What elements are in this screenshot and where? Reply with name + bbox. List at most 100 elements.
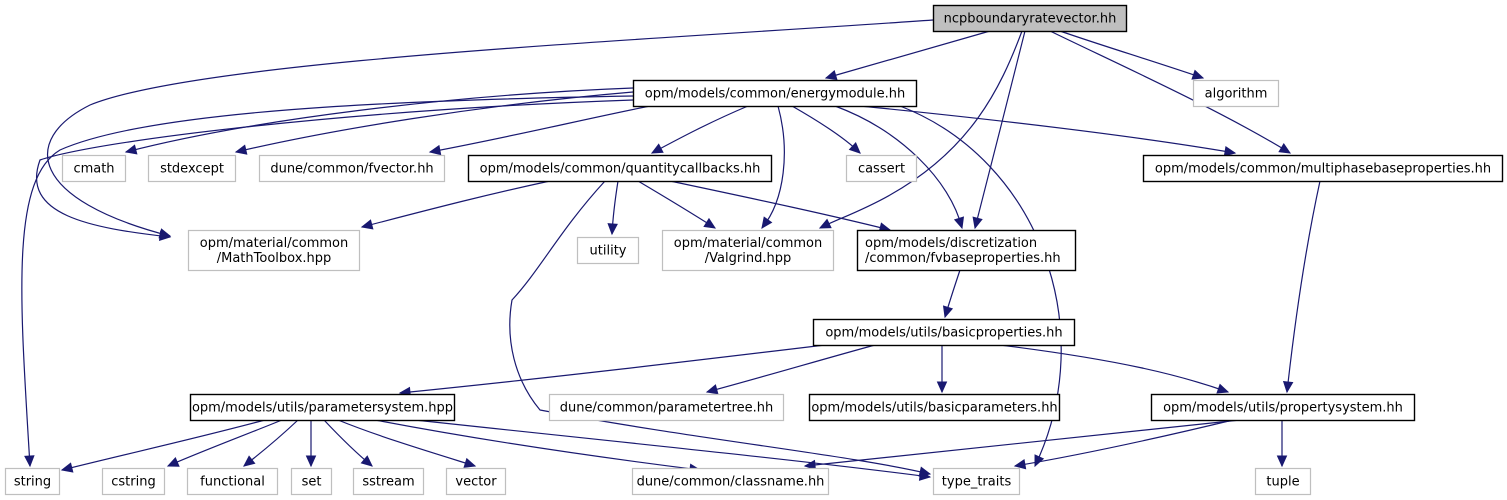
edge-line xyxy=(974,30,1026,229)
arrowhead xyxy=(360,219,374,230)
edge-line xyxy=(1014,419,1234,467)
node-box xyxy=(632,79,918,108)
node-quantitycallbacks[interactable]: opm/models/common/quantitycallbacks.hh xyxy=(467,154,773,183)
node-box xyxy=(808,393,1061,422)
node-label: opm/material/common xyxy=(200,236,349,251)
edge-energymodule-to-multiphase xyxy=(859,105,1237,157)
edge-line xyxy=(651,105,749,154)
edge-paramsystem-to-classname xyxy=(374,419,702,474)
arrowhead xyxy=(803,459,816,471)
node-label: type_traits xyxy=(942,475,1012,490)
arrowhead xyxy=(428,144,442,156)
node-label: vector xyxy=(455,475,497,490)
edge-line xyxy=(791,105,861,154)
edge-paramsystem-to-vector xyxy=(337,419,477,468)
edge-energymodule-to-fvector xyxy=(428,105,651,156)
node-string: string xyxy=(4,467,61,496)
edge-paramsystem-to-cstring xyxy=(166,419,283,467)
node-propsystem[interactable]: opm/models/utils/propertysystem.hh xyxy=(1150,393,1416,422)
edge-line xyxy=(509,180,931,475)
node-label: dune/common/parametertree.hh xyxy=(560,401,774,416)
node-box xyxy=(4,467,61,496)
arrowhead xyxy=(463,457,477,468)
arrowhead xyxy=(918,470,932,481)
edge-propsystem-to-tuple xyxy=(1276,420,1288,468)
node-box xyxy=(290,467,333,496)
arrowhead xyxy=(824,69,838,81)
edge-energymodule-to-quantitycallbacks xyxy=(650,105,749,154)
node-box xyxy=(1192,79,1280,108)
node-mathtoolbox: opm/material/common/MathToolbox.hpp xyxy=(187,229,361,272)
edge-line xyxy=(669,180,891,231)
node-fvbase[interactable]: opm/models/discretization/common/fvbasep… xyxy=(856,229,1077,272)
node-box xyxy=(352,467,425,496)
arrowhead xyxy=(1034,454,1045,468)
edge-fvbase-to-basicprops xyxy=(942,269,961,319)
node-label: /MathToolbox.hpp xyxy=(217,251,332,266)
node-label: cmath xyxy=(73,162,114,177)
arrowhead xyxy=(1282,380,1294,394)
edge-quantitycallbacks-to-mathtoolbox xyxy=(360,180,551,230)
node-stdexcept: stdexcept xyxy=(147,154,237,183)
edge-line xyxy=(47,19,934,237)
edge-line xyxy=(761,105,785,229)
node-label: cassert xyxy=(858,162,905,177)
edge-line xyxy=(999,344,1229,393)
node-energymodule[interactable]: opm/models/common/energymodule.hh xyxy=(632,79,918,108)
node-basicprops[interactable]: opm/models/utils/basicproperties.hh xyxy=(812,318,1076,347)
node-box xyxy=(856,229,1077,272)
edge-quantitycallbacks-to-utility xyxy=(607,180,619,236)
node-root[interactable]: ncpboundaryratevector.hh xyxy=(932,4,1128,33)
edge-energymodule-to-mathtoolbox xyxy=(36,99,634,242)
edge-line xyxy=(819,30,1023,229)
node-box xyxy=(845,154,918,183)
edge-line xyxy=(834,105,963,229)
node-box xyxy=(631,467,830,496)
node-label: opm/models/common/multiphasebaseproperti… xyxy=(1155,162,1491,177)
node-paramsystem[interactable]: opm/models/utils/parametersystem.hpp xyxy=(189,393,456,422)
node-algorithm: algorithm xyxy=(1192,79,1280,108)
node-label: sstream xyxy=(362,475,414,490)
node-sstream: sstream xyxy=(352,467,425,496)
node-valgrind: opm/material/common/Valgrind.hpp xyxy=(661,229,835,272)
edge-root-to-algorithm xyxy=(1059,30,1205,80)
node-label: algorithm xyxy=(1205,87,1268,102)
node-basicparams[interactable]: opm/models/utils/basicparameters.hh xyxy=(808,393,1061,422)
arrowhead xyxy=(124,144,138,155)
node-box xyxy=(932,4,1128,33)
node-functional: functional xyxy=(186,467,279,496)
node-label: dune/common/classname.hh xyxy=(637,475,825,490)
node-box xyxy=(812,318,1076,347)
arrowhead xyxy=(818,218,832,229)
node-label: utility xyxy=(590,244,627,259)
edge-line xyxy=(859,105,1236,154)
edge-energymodule-to-string xyxy=(21,95,634,468)
node-box xyxy=(189,393,456,422)
arrowhead xyxy=(60,462,74,473)
node-label: /common/fvbaseproperties.hh xyxy=(865,251,1061,266)
edge-energymodule-to-cmath xyxy=(124,87,634,155)
node-fvector: dune/common/fvector.hh xyxy=(258,154,446,183)
node-box xyxy=(147,154,237,183)
arrowhead xyxy=(1216,383,1230,394)
edge-paramsystem-to-set xyxy=(305,420,317,468)
edges-layer xyxy=(21,19,1321,481)
node-label: cstring xyxy=(111,475,155,490)
node-box xyxy=(1254,467,1312,496)
edge-basicprops-to-propsystem xyxy=(999,344,1230,394)
edge-line xyxy=(825,30,991,79)
edge-paramsystem-to-functional xyxy=(243,419,299,467)
arrowhead xyxy=(650,143,664,154)
node-box xyxy=(258,154,446,183)
node-label: ncpboundaryratevector.hh xyxy=(944,12,1117,27)
node-multiphase[interactable]: opm/models/common/multiphasebaseproperti… xyxy=(1142,154,1504,183)
node-cassert: cassert xyxy=(845,154,918,183)
node-box xyxy=(186,467,279,496)
edge-root-to-mathtoolbox xyxy=(47,19,934,239)
edge-multiphase-to-propsystem xyxy=(1282,180,1321,394)
node-label: opm/models/utils/basicproperties.hh xyxy=(825,326,1062,341)
edge-paramsystem-to-sstream xyxy=(323,419,373,467)
node-label: opm/models/utils/parametersystem.hpp xyxy=(192,401,453,416)
node-label: opm/models/common/quantitycallbacks.hh xyxy=(480,162,761,177)
edge-root-to-energymodule xyxy=(824,30,991,81)
